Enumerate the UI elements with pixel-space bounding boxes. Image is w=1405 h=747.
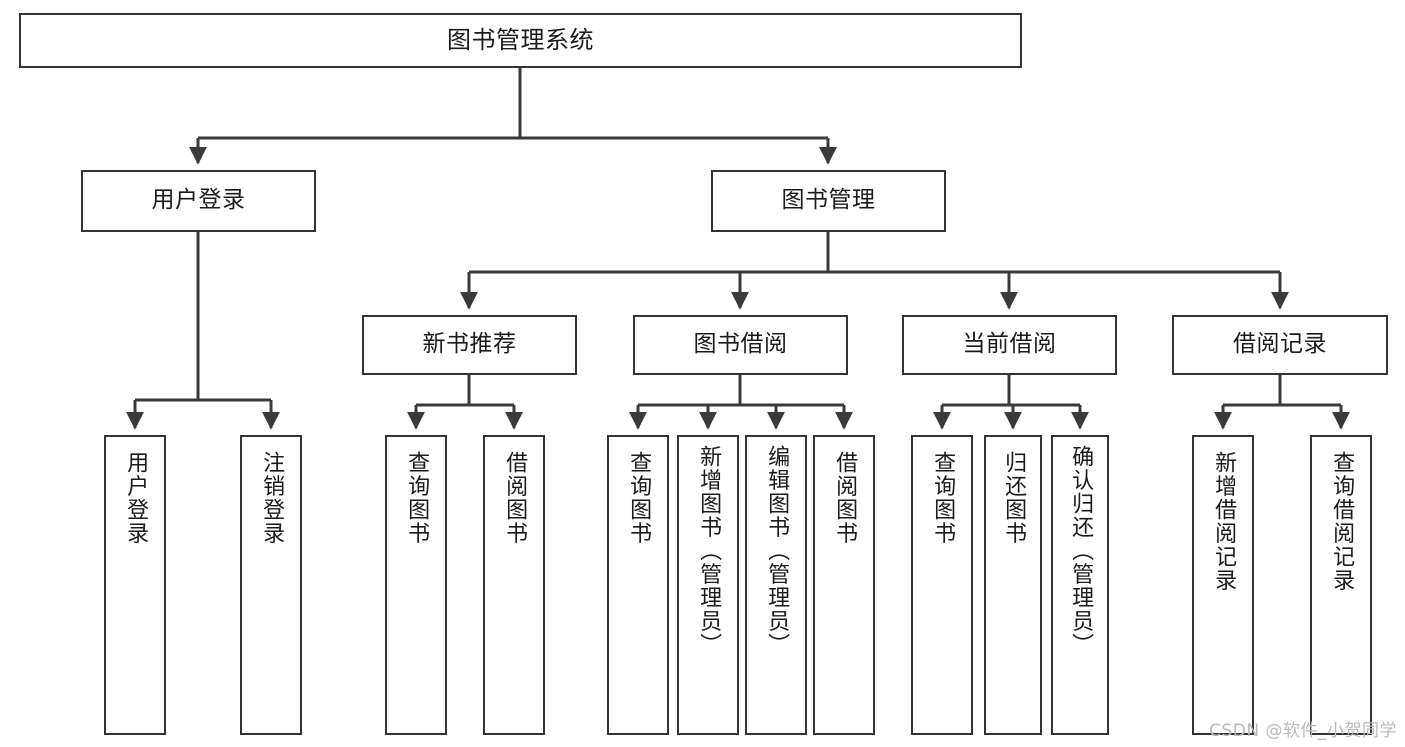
node-leaf-rec-search-label: 查询借阅记录 <box>1329 451 1355 592</box>
node-leaf-borrow-query[interactable]: 查询图书 <box>607 435 669 735</box>
node-leaf-rec-borrow[interactable]: 借阅图书 <box>483 435 545 735</box>
node-leaf-user-login-label: 用户登录 <box>123 451 149 545</box>
node-book-manage[interactable]: 图书管理 <box>711 170 946 232</box>
node-leaf-cur-query-label: 查询图书 <box>930 451 956 545</box>
node-leaf-cur-confirm-label: 确认归还（管理员） <box>1068 445 1094 657</box>
node-leaf-rec-query[interactable]: 查询图书 <box>385 435 447 735</box>
node-leaf-rec-add[interactable]: 新增借阅记录 <box>1192 435 1254 735</box>
node-borrow-record[interactable]: 借阅记录 <box>1172 315 1388 375</box>
node-root-label: 图书管理系统 <box>447 26 594 55</box>
node-leaf-rec-query-label: 查询图书 <box>404 451 430 545</box>
node-new-book-rec-label: 新书推荐 <box>422 331 517 358</box>
watermark: CSDN @软件_小贺同学 <box>1209 721 1397 741</box>
node-leaf-rec-search[interactable]: 查询借阅记录 <box>1310 435 1372 735</box>
node-root[interactable]: 图书管理系统 <box>19 13 1022 68</box>
node-user-login[interactable]: 用户登录 <box>81 170 316 232</box>
node-new-book-rec[interactable]: 新书推荐 <box>362 315 577 375</box>
node-leaf-rec-borrow-label: 借阅图书 <box>502 451 528 545</box>
node-leaf-borrow-edit-label: 编辑图书（管理员） <box>764 445 790 657</box>
node-book-borrow[interactable]: 图书借阅 <box>633 315 848 375</box>
node-leaf-rec-add-label: 新增借阅记录 <box>1211 451 1237 592</box>
node-leaf-user-login[interactable]: 用户登录 <box>104 435 166 735</box>
node-leaf-borrow-do[interactable]: 借阅图书 <box>813 435 875 735</box>
node-leaf-borrow-add-label: 新增图书（管理员） <box>696 445 722 657</box>
node-leaf-cur-return[interactable]: 归还图书 <box>984 435 1042 735</box>
node-book-manage-label: 图书管理 <box>781 187 876 214</box>
node-leaf-cur-query[interactable]: 查询图书 <box>911 435 973 735</box>
node-current-borrow-label: 当前借阅 <box>962 331 1057 358</box>
node-leaf-borrow-query-label: 查询图书 <box>626 451 652 545</box>
node-current-borrow[interactable]: 当前借阅 <box>902 315 1117 375</box>
node-leaf-user-logout-label: 注销登录 <box>259 451 285 545</box>
node-leaf-cur-confirm[interactable]: 确认归还（管理员） <box>1051 435 1109 735</box>
node-user-login-label: 用户登录 <box>151 187 246 214</box>
node-leaf-cur-return-label: 归还图书 <box>1001 451 1027 545</box>
node-leaf-borrow-edit[interactable]: 编辑图书（管理员） <box>745 435 807 735</box>
node-leaf-borrow-add[interactable]: 新增图书（管理员） <box>677 435 739 735</box>
node-leaf-user-logout[interactable]: 注销登录 <box>240 435 302 735</box>
node-borrow-record-label: 借阅记录 <box>1233 331 1327 358</box>
node-book-borrow-label: 图书借阅 <box>693 331 788 358</box>
node-leaf-borrow-do-label: 借阅图书 <box>832 451 858 545</box>
